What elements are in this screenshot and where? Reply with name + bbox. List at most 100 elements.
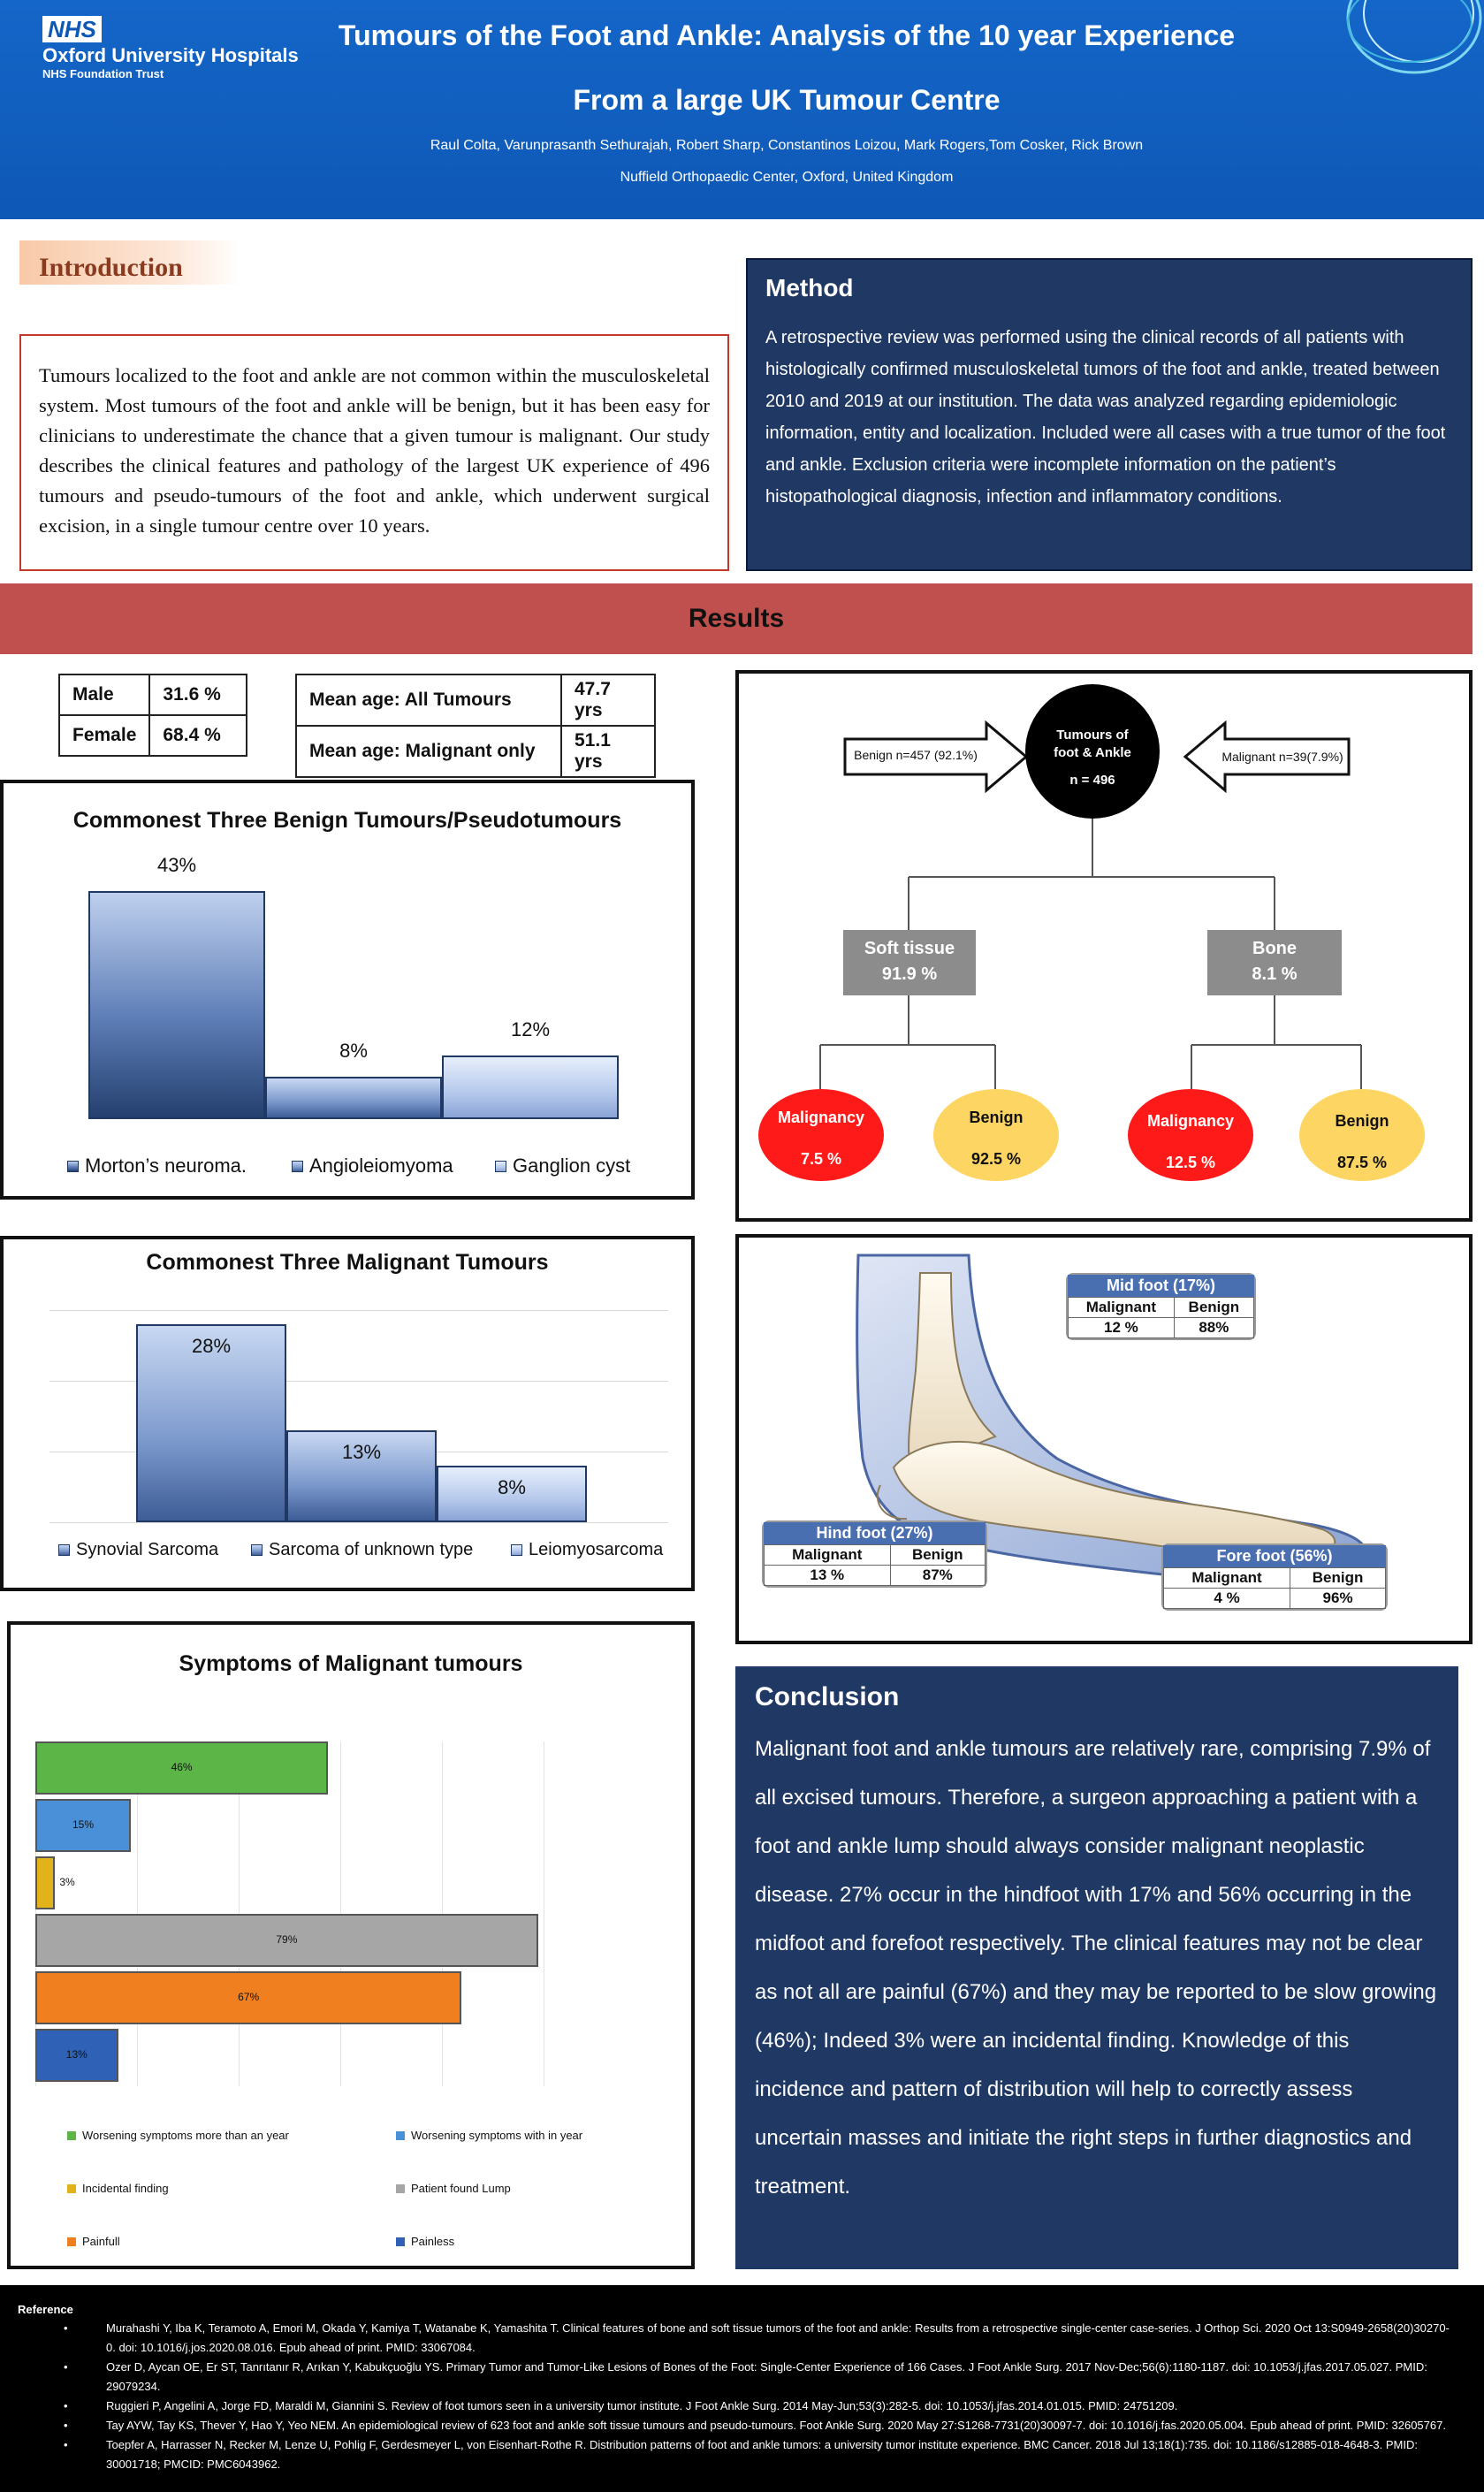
- root-node: Tumours of foot & Ankle n = 496: [1025, 684, 1160, 819]
- method-heading: Method: [765, 274, 854, 301]
- malignancy-value: 12.5 %: [1165, 1154, 1216, 1171]
- column-header: Malignant: [1162, 1567, 1291, 1589]
- age-label: Mean age: Malignant only: [295, 725, 562, 778]
- table-row: 12 %88%: [1068, 1317, 1255, 1338]
- legend-item: Incidental finding: [67, 2182, 169, 2195]
- data-label: 43%: [156, 854, 197, 876]
- results-heading: Results: [0, 583, 1473, 654]
- legend-label: Patient found Lump: [411, 2182, 511, 2195]
- age-value: 51.1 yrs: [560, 725, 656, 778]
- reference-item: Toepfer A, Harrasser N, Recker M, Lenze …: [64, 2435, 1450, 2474]
- chart-bar: [437, 1466, 587, 1522]
- foot-illustration-icon: [856, 1254, 1368, 1582]
- legend-item: Angioleiomyoma: [292, 1155, 453, 1177]
- legend-item: Leiomyosarcoma: [511, 1540, 663, 1560]
- age-label: Mean age: All Tumours: [295, 674, 562, 727]
- forefoot-title: Fore foot (56%): [1163, 1545, 1386, 1567]
- gender-value: 68.4 %: [148, 714, 248, 757]
- legend-swatch: [67, 2130, 76, 2140]
- benign-plot-area: 43%8%12%: [88, 854, 619, 1119]
- table-row: 4 %96%: [1162, 1588, 1386, 1609]
- malignant-value: 4 %: [1162, 1588, 1291, 1609]
- chart-bar: [88, 891, 265, 1119]
- column-header: Benign: [1290, 1567, 1386, 1589]
- legend-item: Painless: [396, 2235, 454, 2248]
- gender-label: Female: [57, 714, 151, 757]
- chart-bar: [136, 1324, 286, 1522]
- introduction-heading: Introduction: [19, 240, 240, 285]
- flow-connectors: [819, 720, 1362, 1089]
- conclusion-section: Conclusion Malignant foot and ankle tumo…: [735, 1666, 1458, 2269]
- chart-bar: [442, 1055, 619, 1119]
- bone-label: Bone: [1252, 939, 1297, 958]
- legend-item: Ganglion cyst: [495, 1155, 630, 1177]
- poster-title-line2: From a large UK Tumour Centre: [573, 84, 1001, 116]
- malignant-chart-panel: Commonest Three Malignant Tumours 28%13%…: [0, 1236, 695, 1591]
- malignant-value: 13 %: [764, 1565, 891, 1586]
- hindfoot-title: Hind foot (27%): [764, 1522, 986, 1544]
- soft-tissue-node: Soft tissue 91.9 %: [843, 930, 976, 995]
- reference-item: Tay AYW, Tay KS, Thever Y, Hao Y, Yeo NE…: [64, 2416, 1450, 2435]
- authors: Raul Colta, Varunprasanth Sethurajah, Ro…: [430, 138, 1144, 153]
- malignancy-value: 7.5 %: [800, 1150, 842, 1168]
- legend-swatch: [67, 1160, 79, 1172]
- legend-item: Synovial Sarcoma: [58, 1540, 218, 1560]
- table-row: 13 %87%: [764, 1565, 986, 1586]
- legend-label: Worsening symptoms more than an year: [82, 2129, 289, 2142]
- data-label: 67%: [238, 1991, 260, 2003]
- legend-label: Painfull: [82, 2235, 120, 2248]
- legend-label: Incidental finding: [82, 2182, 169, 2195]
- data-label: 8%: [339, 1040, 368, 1062]
- chart-bar: [35, 1799, 131, 1852]
- legend-swatch: [396, 2237, 405, 2246]
- chart-bar: [35, 1971, 462, 2024]
- table-row: Female 68.4 %: [57, 714, 248, 757]
- legend-label: Angioleiomyoma: [309, 1155, 453, 1177]
- data-label: 3%: [59, 1876, 75, 1888]
- gender-table: Male 31.6 % Female 68.4 %: [57, 674, 248, 757]
- gridline: [49, 1381, 668, 1382]
- benign-value: 87%: [889, 1565, 986, 1586]
- soft-tissue-malignancy-node: Malignancy 7.5 %: [758, 1089, 884, 1181]
- references-section: Reference Murahashi Y, Iba K, Teramoto A…: [0, 2285, 1484, 2492]
- chart-bar: [35, 1856, 55, 1909]
- gender-value: 31.6 %: [148, 674, 248, 716]
- legend-item: Morton’s neuroma.: [67, 1155, 247, 1177]
- column-header: Malignant: [764, 1544, 891, 1566]
- conclusion-text: Malignant foot and ankle tumours are rel…: [755, 1737, 1437, 2199]
- chart-title: Commonest Three Malignant Tumours: [146, 1250, 549, 1275]
- legend-swatch: [67, 2237, 76, 2246]
- bone-node: Bone 8.1 %: [1207, 930, 1342, 995]
- chart-title: Symptoms of Malignant tumours: [179, 1651, 523, 1676]
- chart-bar: [35, 1741, 329, 1795]
- legend-item: Sarcoma of unknown type: [251, 1540, 473, 1560]
- data-label: 46%: [171, 1761, 193, 1773]
- method-section: Method A retrospective review was perfor…: [746, 258, 1473, 571]
- legend-item: Worsening symptoms with in year: [396, 2129, 582, 2142]
- legend-swatch: [495, 1160, 506, 1172]
- tumour-flow-diagram: Benign n=457 (92.1%) Malignant n=39(7.9%…: [735, 670, 1473, 1222]
- legend-item: Painfull: [67, 2235, 120, 2248]
- legend-label: Leiomyosarcoma: [529, 1540, 664, 1559]
- data-label: 28%: [191, 1335, 232, 1357]
- malignancy-label: Malignancy: [1146, 1112, 1235, 1130]
- gridline: [49, 1310, 668, 1311]
- method-text: A retrospective review was performed usi…: [765, 328, 1446, 507]
- benign-value: 87.5 %: [1336, 1154, 1388, 1171]
- malignancy-label: Malignancy: [777, 1109, 865, 1126]
- references-heading: Reference: [18, 2303, 73, 2316]
- data-label: 15%: [72, 1818, 95, 1831]
- malignant-value: 12 %: [1068, 1317, 1175, 1338]
- legend-swatch: [67, 2183, 76, 2193]
- malignant-count-label: Malignant n=39(7.9%): [1221, 750, 1343, 764]
- bone-value: 8.1 %: [1252, 964, 1298, 984]
- root-title: Tumours of foot & Ankle: [1054, 728, 1131, 760]
- conclusion-heading: Conclusion: [755, 1682, 900, 1711]
- legend-swatch: [251, 1544, 263, 1556]
